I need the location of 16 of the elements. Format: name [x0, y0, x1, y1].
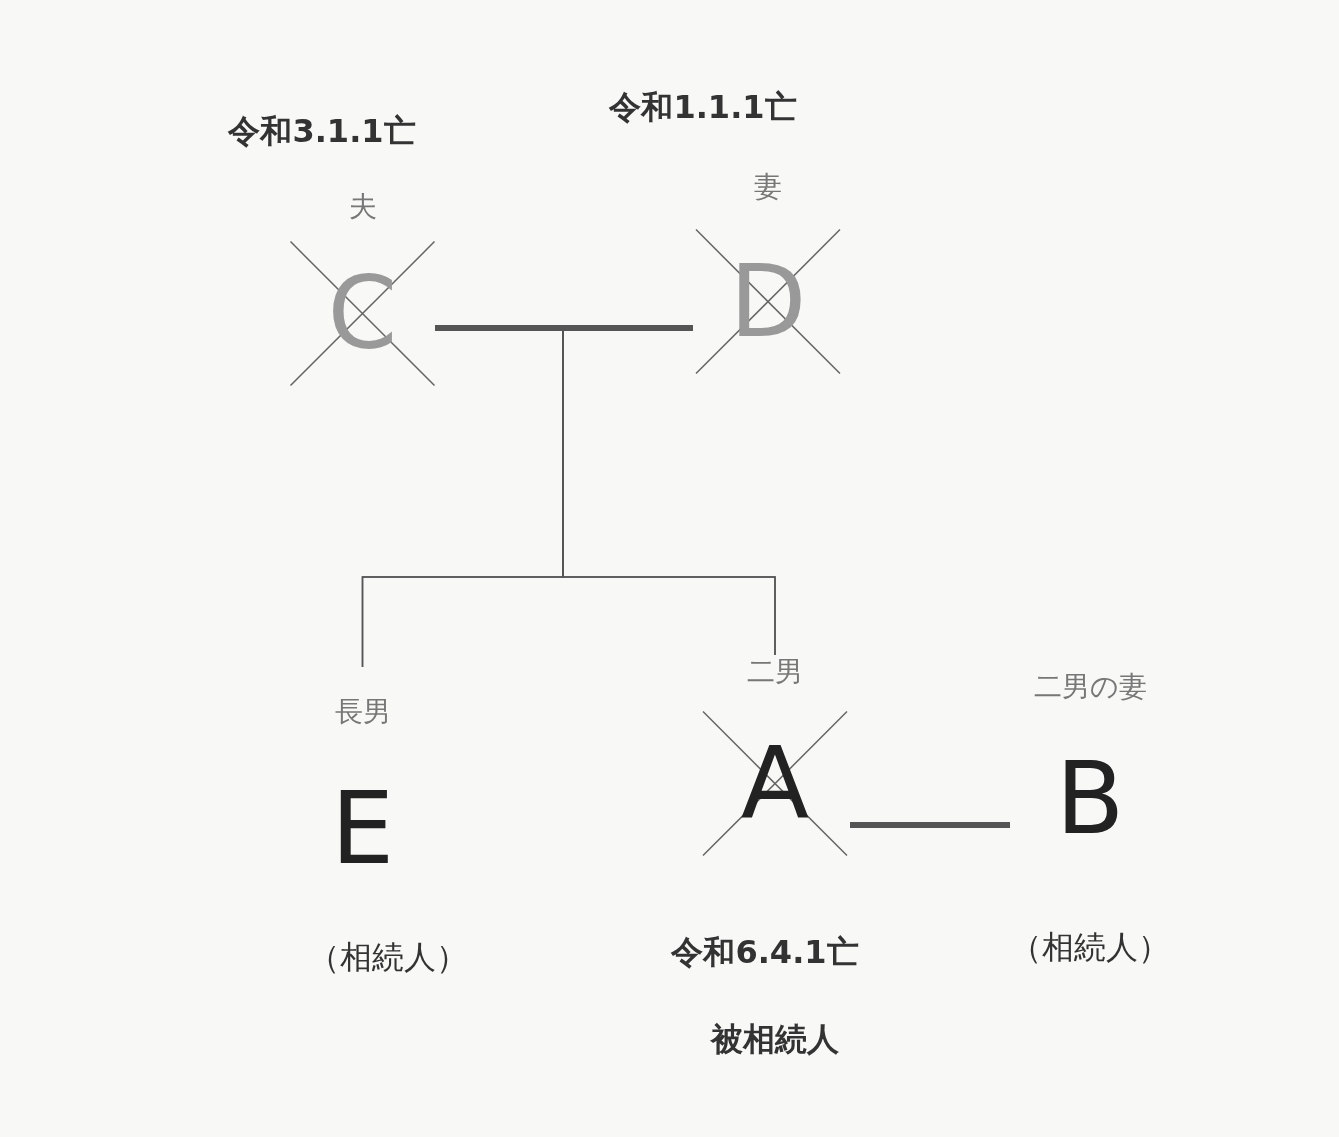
- relation-label: 夫: [348, 190, 377, 224]
- relation-label: 妻: [754, 170, 782, 204]
- date-label: 令和1.1.1亡: [609, 88, 797, 127]
- status-label: （相続人）: [308, 938, 468, 977]
- relation-label: 長男: [334, 695, 391, 729]
- status-label: （相続人）: [1010, 928, 1170, 967]
- date-label: 令和3.1.1亡: [228, 112, 416, 151]
- person-letter: B: [1055, 748, 1125, 849]
- marriage-line: [435, 325, 693, 331]
- date-label: 被相続人: [711, 1020, 839, 1059]
- date-label: 令和6.4.1亡: [671, 933, 859, 972]
- relation-label: 二男: [747, 655, 803, 689]
- relation-label: 二男の妻: [1033, 670, 1147, 704]
- marriage-line: [850, 822, 1010, 828]
- person-letter: E: [330, 778, 395, 879]
- descent-line: [562, 327, 776, 656]
